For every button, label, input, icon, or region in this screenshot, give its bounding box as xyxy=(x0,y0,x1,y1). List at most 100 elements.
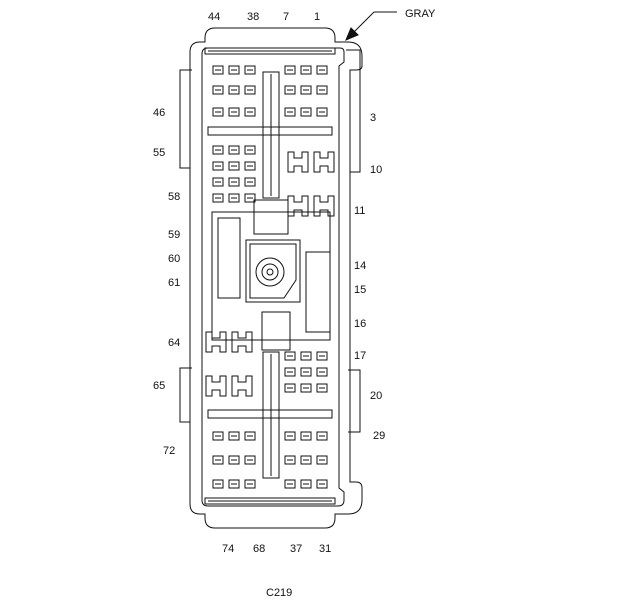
terminal-block xyxy=(313,151,335,173)
terminal-cavity xyxy=(300,455,312,465)
lower-divider-rail xyxy=(207,409,333,419)
terminal-cavity xyxy=(228,177,240,187)
bottom-latch-strip xyxy=(204,497,336,505)
terminal-cavity xyxy=(284,351,296,361)
lock-bevel xyxy=(249,243,297,299)
right-bracket-upper xyxy=(346,49,361,173)
terminal-cavity xyxy=(300,383,312,393)
terminal-cavity xyxy=(244,145,256,155)
terminal-cavity xyxy=(284,455,296,465)
terminal-cavity xyxy=(244,177,256,187)
terminal-cavity xyxy=(316,65,328,75)
terminal-cavity xyxy=(316,367,328,377)
terminal-cavity xyxy=(228,65,240,75)
terminal-cavity xyxy=(212,145,224,155)
terminal-cavity xyxy=(212,177,224,187)
terminal-block xyxy=(313,195,335,217)
terminal-cavity xyxy=(300,431,312,441)
terminal-cavity xyxy=(284,383,296,393)
left-bracket-upper xyxy=(179,69,192,169)
top-latch-strip xyxy=(204,47,336,55)
terminal-cavity xyxy=(228,479,240,489)
left-bracket-lower xyxy=(179,367,192,423)
terminal-cavity xyxy=(284,367,296,377)
lock-upper-block xyxy=(253,199,289,235)
center-lock xyxy=(211,199,331,351)
terminal-cavity xyxy=(228,193,240,203)
terminal-cavity xyxy=(300,351,312,361)
pin-label-68: 68 xyxy=(253,543,265,555)
terminal-cavity xyxy=(228,455,240,465)
upper-divider-rail xyxy=(207,126,333,136)
terminal-cavity xyxy=(244,65,256,75)
terminal-cavity xyxy=(244,431,256,441)
terminal-cavity xyxy=(300,85,312,95)
pin-label-7: 7 xyxy=(283,11,289,23)
terminal-cavity xyxy=(212,193,224,203)
terminal-cavity xyxy=(316,107,328,117)
pin-label-72: 72 xyxy=(163,445,175,457)
color-callout: GRAY xyxy=(345,8,436,41)
pin-label-17: 17 xyxy=(354,350,366,362)
right-pin-labels: 3 10 11 14 15 16 17 20 29 xyxy=(354,112,385,442)
terminal-cavity xyxy=(228,431,240,441)
terminal-cavity xyxy=(300,367,312,377)
pin-label-58: 58 xyxy=(168,191,180,203)
terminal-block xyxy=(205,375,227,397)
terminal-cavity xyxy=(316,479,328,489)
terminal-cavity xyxy=(284,431,296,441)
terminal-cavity xyxy=(212,107,224,117)
color-callout-label: GRAY xyxy=(405,8,436,20)
terminal-cavity xyxy=(228,107,240,117)
lock-body xyxy=(245,239,301,303)
connector-id: C219 xyxy=(266,587,292,599)
pin-label-15: 15 xyxy=(354,284,366,296)
terminal-cavity xyxy=(284,107,296,117)
pin-label-74: 74 xyxy=(222,543,234,555)
bottom-pin-labels: 74 68 37 31 xyxy=(222,543,331,555)
pin-label-64: 64 xyxy=(168,337,180,349)
lock-left-slot xyxy=(217,217,241,299)
pin-label-37: 37 xyxy=(290,543,302,555)
lock-bolt-center xyxy=(266,268,274,276)
lock-lower-block xyxy=(261,311,291,351)
terminal-cavities xyxy=(205,65,335,489)
connector-housing xyxy=(189,27,363,529)
pin-label-65: 65 xyxy=(153,380,165,392)
terminal-cavity xyxy=(284,479,296,489)
terminal-cavity xyxy=(316,431,328,441)
pin-label-55: 55 xyxy=(153,147,165,159)
terminal-cavity xyxy=(316,455,328,465)
pin-label-10: 10 xyxy=(370,164,382,176)
lock-frame-outer xyxy=(211,211,331,341)
pin-label-59: 59 xyxy=(168,229,180,241)
terminal-cavity xyxy=(212,85,224,95)
left-pin-labels: 46 55 58 59 60 61 64 65 72 xyxy=(153,107,180,457)
terminal-cavity xyxy=(228,161,240,171)
terminal-cavity xyxy=(244,161,256,171)
pin-label-46: 46 xyxy=(153,107,165,119)
terminal-cavity xyxy=(212,479,224,489)
terminal-block xyxy=(205,331,227,353)
pin-label-60: 60 xyxy=(168,253,180,265)
terminal-block xyxy=(231,331,253,353)
terminal-cavity xyxy=(244,107,256,117)
center-rail-bottom xyxy=(262,351,280,479)
right-bracket-lower xyxy=(348,369,361,433)
lock-right-slot xyxy=(305,251,331,333)
terminal-cavity xyxy=(244,193,256,203)
terminal-cavity xyxy=(212,161,224,171)
terminal-cavity xyxy=(284,85,296,95)
center-rail-top xyxy=(262,71,280,199)
pin-label-61: 61 xyxy=(168,277,180,289)
pin-label-3: 3 xyxy=(370,112,376,124)
pin-label-14: 14 xyxy=(354,260,366,272)
pin-label-44: 44 xyxy=(208,11,220,23)
terminal-block xyxy=(287,151,309,173)
terminal-cavity xyxy=(300,107,312,117)
terminal-cavity xyxy=(284,65,296,75)
housing-outline xyxy=(189,27,363,529)
terminal-cavity xyxy=(300,479,312,489)
pin-label-1: 1 xyxy=(314,11,320,23)
